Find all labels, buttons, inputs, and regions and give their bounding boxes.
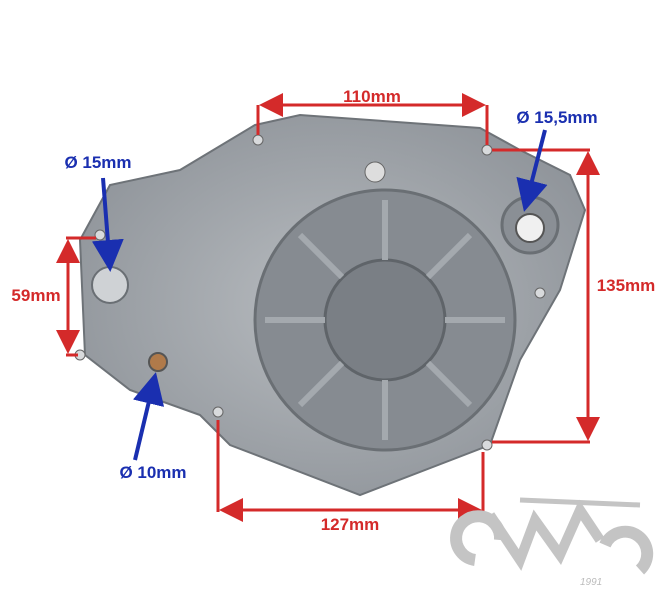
- hole-left: [91, 266, 129, 304]
- dimension-bottom-width: 127mm: [321, 515, 380, 534]
- dimension-right-height: 135mm: [597, 276, 656, 295]
- hole-label-top-right: Ø 15,5mm: [516, 108, 597, 127]
- dimension-top-width: 110mm: [343, 87, 401, 106]
- hole-bottom-left: [148, 352, 168, 372]
- logo-year: 1991: [580, 577, 602, 588]
- hole-label-bottom-left: Ø 10mm: [119, 463, 186, 482]
- dimension-left-height: 59mm: [11, 286, 60, 305]
- hole-label-left: Ø 15mm: [64, 153, 131, 172]
- brand-logo: [450, 497, 654, 575]
